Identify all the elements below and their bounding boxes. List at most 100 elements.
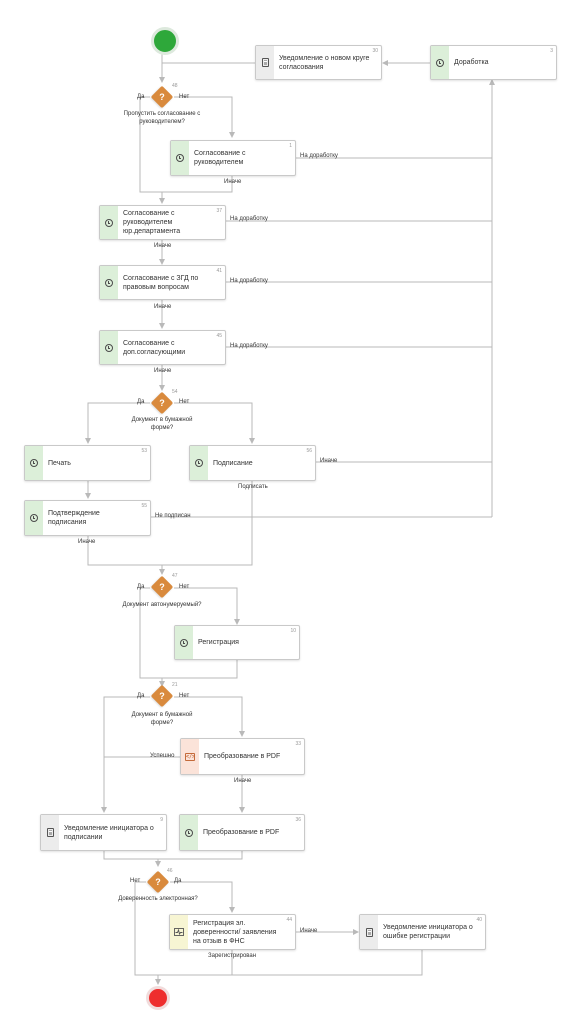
edge-label-else: Иначе	[320, 458, 338, 464]
document-icon	[261, 58, 269, 67]
task-node-37[interactable]: Согласование с руководителем юр.департам…	[99, 205, 226, 240]
task-number: 45	[216, 333, 222, 339]
edge-g48-no-1	[174, 96, 235, 138]
gateway-yes-label: Да	[137, 94, 145, 100]
task-node-1[interactable]: Согласование с руководителем 1	[170, 140, 296, 176]
task-node-45[interactable]: Согласование с доп.согласующими 45	[99, 330, 226, 365]
task-node-44[interactable]: Регистрация эл. доверенности/ заявления …	[169, 914, 296, 950]
gateway-question: Документ в бумажной форме?	[131, 417, 193, 431]
task-node-10[interactable]: Регистрация 10	[174, 625, 300, 660]
task-node-41[interactable]: Согласование с ЗГД по правовым вопросам …	[99, 265, 226, 300]
task-number: 10	[290, 628, 296, 634]
edge-label-success: Успешно	[150, 753, 175, 759]
task-label: Печать	[48, 459, 71, 467]
edge-label-else: Иначе	[154, 243, 172, 249]
task-node-56[interactable]: Подписание 56	[189, 445, 316, 481]
task-number: 53	[141, 448, 147, 454]
task-node-30[interactable]: Уведомление о новом круге согласования 3…	[255, 45, 382, 80]
document-icon	[365, 927, 373, 937]
edge-label-rework: На доработку	[230, 278, 268, 284]
gateway-number: 47	[172, 573, 178, 579]
task-node-36[interactable]: Преобразование в PDF 36	[179, 814, 305, 851]
task-number: 36	[295, 817, 301, 823]
clock-icon	[185, 828, 193, 837]
task-number: 40	[476, 917, 482, 923]
edge-55-else-g47	[87, 536, 162, 566]
gateway-yes-label: Да	[137, 693, 145, 699]
edge-56-sign-g47	[159, 481, 253, 575]
edge-g21-yes-9	[101, 696, 150, 813]
task-label: Согласование с доп.согласующими	[123, 339, 186, 356]
edge-1-else-37	[162, 176, 233, 193]
edge-label-rework: На доработку	[300, 153, 338, 159]
clock-icon	[30, 459, 38, 467]
task-label: Преобразование в PDF	[203, 829, 280, 836]
task-node-33[interactable]: </> Преобразование в PDF 33	[180, 738, 305, 775]
edge-label-else: Иначе	[224, 179, 242, 185]
task-node-55[interactable]: Подтверждение подписания 55	[24, 500, 151, 536]
gateway-no-label: Нет	[179, 693, 190, 699]
edge-g54-no-56	[174, 402, 255, 444]
gateway-question: Документ в бумажной форме?	[131, 712, 193, 726]
code-script-icon: </>	[185, 752, 196, 761]
task-number: 37	[216, 208, 222, 214]
edge-label-rework: На доработку	[230, 216, 268, 222]
task-node-3[interactable]: Доработка 3	[430, 45, 557, 80]
gateway-number: 21	[172, 682, 178, 688]
task-number: 55	[141, 503, 147, 509]
edge-label-signed: Подписать	[238, 484, 268, 490]
edge-9-g46	[103, 851, 161, 867]
end-event[interactable]	[146, 986, 170, 1010]
gateway-yes-label: Да	[137, 584, 145, 590]
task-label: Преобразование в PDF	[204, 753, 281, 760]
task-number: 1	[289, 143, 292, 149]
task-node-53[interactable]: Печать 53	[24, 445, 151, 481]
edge-g47-no-10	[174, 587, 240, 625]
clock-icon	[105, 278, 113, 287]
task-number: 41	[216, 268, 222, 274]
edge-label-else: Иначе	[78, 539, 96, 545]
edge-g54-yes-53	[85, 402, 150, 444]
edge-36-g46	[158, 851, 243, 860]
task-node-40[interactable]: Уведомление инициатора о ошибке регистра…	[359, 914, 486, 950]
task-number: 30	[372, 48, 378, 54]
edge-label-rework: На доработку	[230, 343, 268, 349]
task-label: Доработка	[454, 59, 489, 66]
edge-g46-yes-44	[170, 881, 235, 913]
task-label: Согласование с руководителем	[194, 150, 246, 166]
task-label: Уведомление инициатора о ошибке регистра…	[383, 924, 473, 940]
task-number: 3	[550, 48, 553, 54]
edge-label-not-signed: Не подписан	[155, 513, 191, 519]
edge-label-else: Иначе	[300, 928, 318, 934]
task-number: 44	[286, 917, 292, 923]
task-label: Подписание	[213, 459, 253, 467]
clock-icon	[176, 154, 184, 162]
clock-icon	[436, 58, 444, 67]
task-label: Регистрация эл. доверенности/ заявления …	[193, 919, 277, 945]
task-label: Уведомление инициатора о подписании	[64, 824, 154, 841]
edge-g48-yes-37	[139, 96, 165, 204]
document-icon	[46, 828, 54, 837]
task-number: 9	[160, 817, 163, 823]
gateway-number: 54	[172, 389, 178, 395]
clock-icon	[105, 218, 113, 227]
edge-label-else: Иначе	[154, 304, 172, 310]
clock-icon	[105, 343, 113, 352]
gateway-no-label: Нет	[130, 878, 141, 884]
gateway-no-label: Нет	[179, 584, 190, 590]
gateway-number: 48	[172, 83, 178, 89]
task-number: 33	[295, 741, 301, 747]
start-event[interactable]	[151, 27, 179, 55]
edge-40-end	[232, 950, 423, 976]
gateway-no-label: Нет	[179, 94, 190, 100]
gateway-yes-label: Да	[174, 878, 182, 884]
edge-g46-no-end	[134, 881, 161, 985]
task-label: Согласование с ЗГД по правовым вопросам	[123, 274, 199, 291]
edge-label-registered: Зарегистрирован	[208, 953, 257, 959]
clock-icon	[180, 638, 188, 647]
gateway-question: Документ автонумеруемый?	[122, 602, 202, 608]
gateway-question: Доверенность электронная?	[118, 896, 198, 902]
edge-label-else: Иначе	[234, 778, 252, 784]
task-node-9[interactable]: Уведомление инициатора о подписании 9	[40, 814, 167, 851]
